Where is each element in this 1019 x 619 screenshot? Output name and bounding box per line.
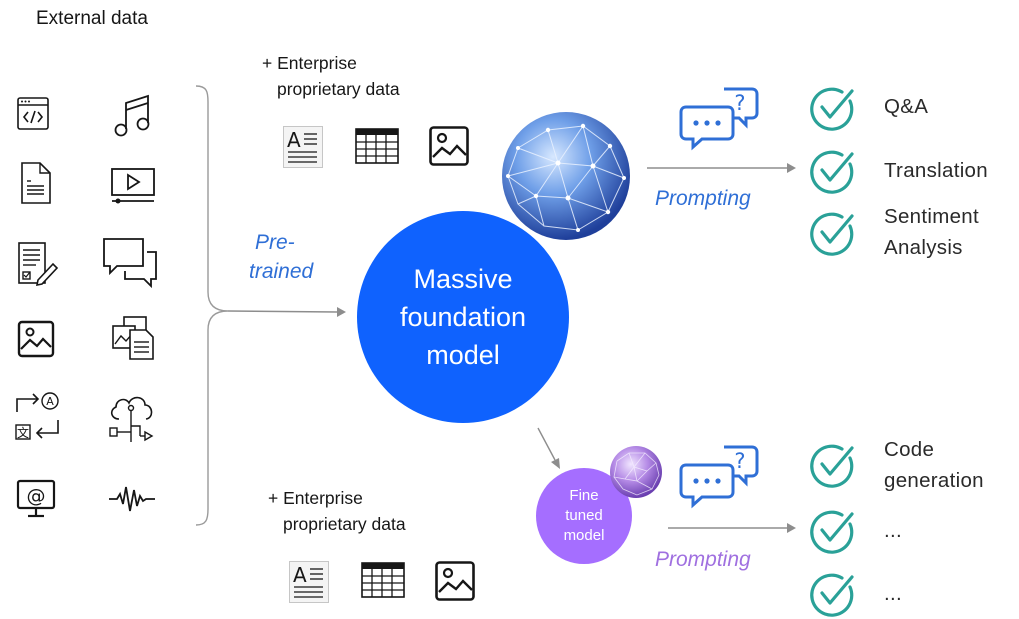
check-circle-icon	[810, 444, 854, 488]
text-document-icon: A	[289, 561, 329, 603]
enterprise-bottom-line1: + Enterprise	[268, 488, 363, 508]
pretrained-line1: Pre-	[255, 231, 295, 254]
video-player-icon	[111, 168, 155, 204]
translate-icon: A 文	[15, 392, 59, 440]
task-sentiment-line1: Sentiment	[884, 205, 979, 228]
enterprise-data-bottom: + Enterprise proprietary data	[268, 485, 406, 537]
network-sphere-icon	[502, 112, 630, 240]
enterprise-data-top: + Enterprise proprietary data	[262, 50, 400, 102]
fine-tuned-line2: tuned	[565, 507, 603, 524]
enterprise-top-line2: proprietary data	[277, 79, 400, 99]
task-translation: Translation	[884, 155, 988, 186]
foundation-model-line1: Massive	[413, 264, 513, 294]
external-data-label: External data	[36, 8, 148, 29]
task-code-line1: Code	[884, 438, 935, 461]
pretrained-label: Pre- trained	[249, 228, 313, 286]
chat-bubbles-icon	[103, 238, 157, 289]
task-translation-line1: Translation	[884, 159, 988, 182]
table-icon	[361, 562, 405, 598]
music-note-icon	[114, 94, 150, 137]
fine-tuned-line3: model	[563, 527, 605, 544]
check-circle-icon	[810, 510, 854, 554]
foundation-model-line2: foundation	[399, 302, 527, 332]
check-circle-icon	[810, 150, 854, 194]
task-qa-line1: Q&A	[884, 95, 929, 118]
email-monitor-icon: @	[16, 479, 56, 518]
image-document-icon	[112, 316, 154, 360]
prompt-chat-icon: ?	[679, 445, 759, 509]
task-sentiment-line2: Analysis	[884, 236, 963, 259]
code-icon	[17, 97, 49, 130]
task-more-2: ...	[884, 578, 902, 609]
foundation-model-circle: Massive foundation model	[357, 211, 569, 423]
fine-tuned-line1: Fine	[569, 487, 599, 504]
enterprise-bottom-line2: proprietary data	[283, 514, 406, 534]
text-document-icon: A	[283, 126, 323, 168]
svg-text:A: A	[287, 128, 301, 152]
table-icon	[355, 128, 399, 164]
prompting-label-bottom: Prompting	[655, 548, 751, 571]
task-more-1-line1: ...	[884, 519, 902, 542]
task-more-2-line1: ...	[884, 582, 902, 605]
form-edit-icon	[18, 242, 59, 287]
svg-text:@: @	[27, 485, 46, 507]
svg-text:?: ?	[734, 91, 745, 115]
svg-text:A: A	[46, 395, 54, 408]
cloud-network-icon	[109, 396, 154, 442]
check-circle-icon	[810, 573, 854, 617]
audio-waveform-icon	[109, 486, 155, 512]
svg-text:?: ?	[734, 449, 745, 473]
image-icon	[17, 320, 55, 358]
svg-text:文: 文	[17, 425, 29, 440]
enterprise-top-line1: + Enterprise	[262, 53, 357, 73]
image-icon	[435, 561, 475, 601]
pretrained-line2: trained	[249, 260, 314, 283]
image-icon	[429, 126, 469, 166]
task-code-generation: Code generation	[884, 434, 984, 496]
task-code-line2: generation	[884, 469, 984, 492]
prompting-label-top: Prompting	[655, 187, 751, 210]
document-icon	[21, 162, 51, 204]
task-qa: Q&A	[884, 91, 928, 122]
prompt-chat-icon: ?	[679, 87, 759, 151]
task-more-1: ...	[884, 515, 902, 546]
small-network-sphere-icon	[610, 446, 662, 498]
check-circle-icon	[810, 212, 854, 256]
svg-text:A: A	[293, 563, 307, 587]
task-sentiment-analysis: Sentiment Analysis	[884, 201, 979, 263]
check-circle-icon	[810, 87, 854, 131]
foundation-model-line3: model	[426, 340, 500, 370]
